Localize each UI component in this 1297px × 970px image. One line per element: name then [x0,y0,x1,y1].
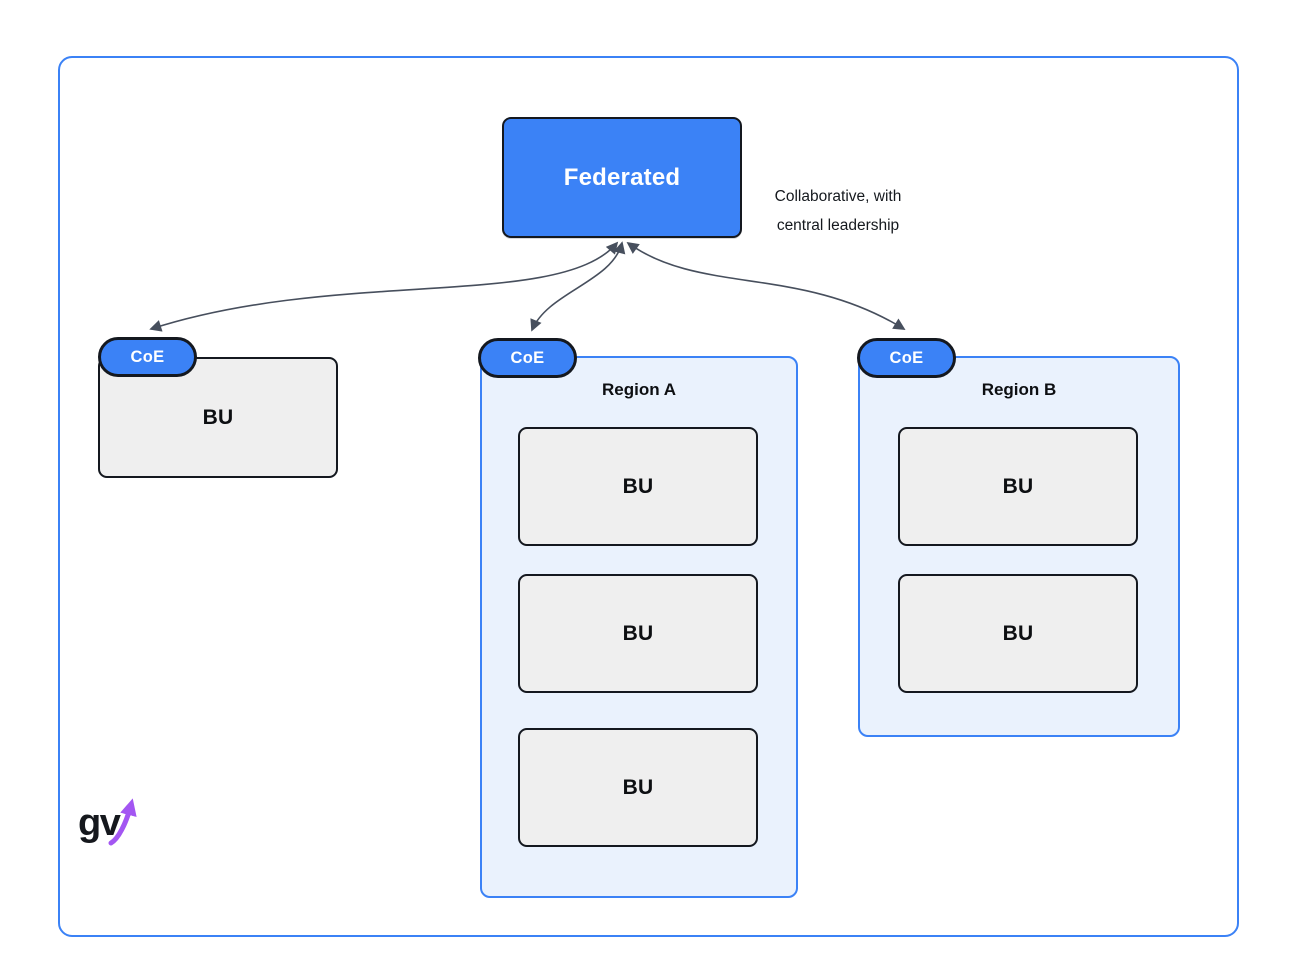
annotation-line-2: central leadership [776,217,900,234]
coe-badge-region-b: CoE [857,338,956,378]
bu-label: BU [1002,621,1034,645]
gv-logo: gv [78,793,148,853]
federated-node: Federated [502,117,742,238]
federated-label: Federated [563,163,681,191]
gv-logo-text: gv [78,802,121,844]
bu-label: BU [622,474,654,498]
annotation-line-1: Collaborative, with [774,188,902,205]
bu-label: BU [622,775,654,799]
coe-badge-label: CoE [130,347,165,366]
bu-node-region-b-1: BU [898,427,1138,546]
bu-node-region-a-2: BU [518,574,758,693]
bu-label: BU [622,621,654,645]
bu-node-region-a-1: BU [518,427,758,546]
coe-badge-label: CoE [510,348,545,367]
region-b-title: Region B [981,380,1057,399]
logo-arrow-icon [108,798,137,846]
coe-badge-standalone: CoE [98,337,197,377]
bu-node-region-b-2: BU [898,574,1138,693]
coe-badge-region-a: CoE [478,338,577,378]
region-a-title: Region A [602,380,676,399]
bu-node-region-a-3: BU [518,728,758,847]
bu-node-standalone: BU [98,357,338,478]
bu-label: BU [1002,474,1034,498]
coe-badge-label: CoE [889,348,924,367]
federated-annotation: Collaborative, with central leadership [748,182,928,240]
bu-label: BU [202,405,234,429]
